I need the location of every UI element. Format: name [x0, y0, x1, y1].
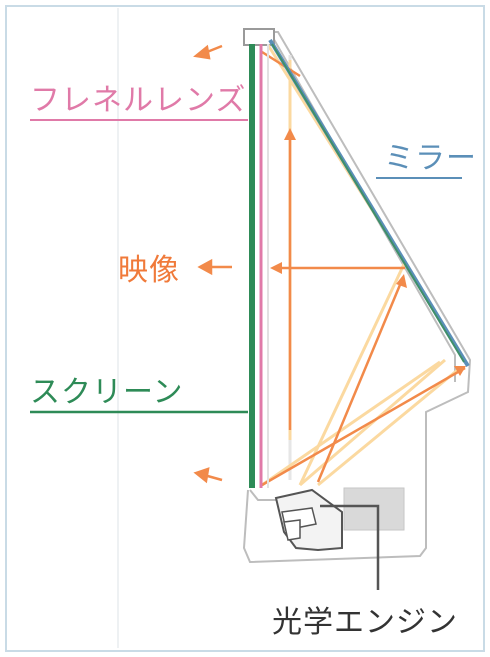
optical-engine [274, 487, 405, 590]
arrowheads [270, 128, 466, 376]
top-cap [243, 28, 275, 46]
fresnel-lens-label: フレネルレンズ [30, 83, 246, 118]
optical-engine-label: 光学エンジン [272, 605, 458, 640]
screen-label: スクリーン [30, 375, 184, 410]
image-label: 映像 [118, 253, 180, 288]
mirror-label: ミラー [384, 141, 477, 176]
outgoing-arrows [193, 44, 232, 484]
light-rays-dark [261, 50, 466, 487]
mirror-edge [271, 43, 465, 363]
